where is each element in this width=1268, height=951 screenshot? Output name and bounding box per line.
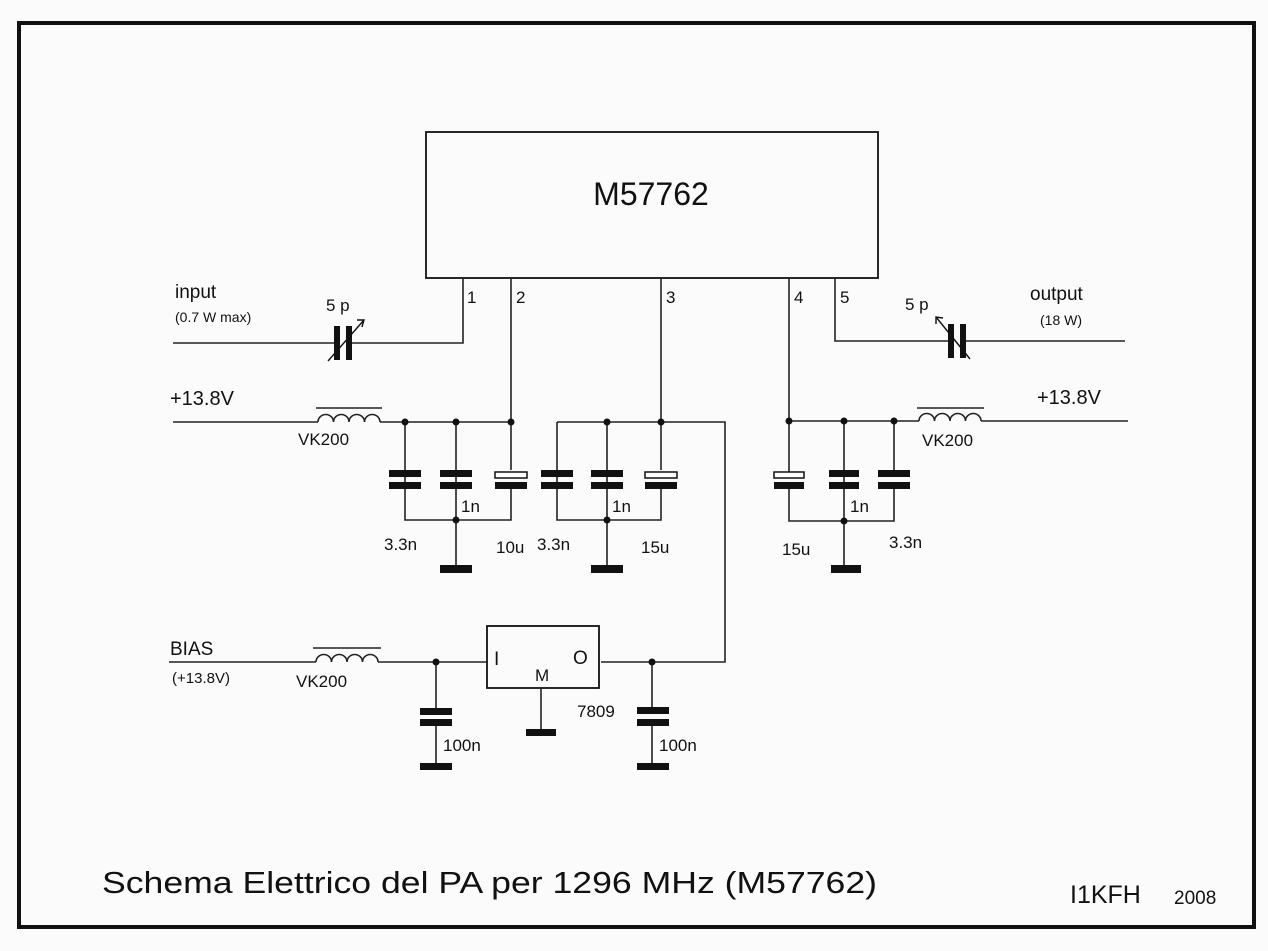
cap-bias-out-value: 100n (659, 736, 697, 755)
input-trimmer-capacitor (327, 319, 365, 362)
cap-right-3n3-plate (878, 470, 910, 477)
regulator-out-label: O (573, 648, 588, 669)
bias-label: BIAS (170, 639, 213, 660)
regulator-in-label: I (494, 649, 499, 670)
ic-body (425, 131, 879, 279)
cap-mid-1n-plate (591, 470, 623, 477)
choke-left (316, 407, 382, 423)
cap-left-3n3-plate (389, 470, 421, 477)
cap-left-10u-plate (495, 482, 527, 489)
supply-right: +13.8V VK200 15u 1n 3.3n (773, 278, 1128, 573)
ground-icon (420, 763, 452, 770)
trimmer-arrow-icon (935, 316, 971, 360)
input-section: input (0.7 W max) 5 p (173, 278, 464, 362)
cap-bias-in-plate (420, 708, 452, 715)
output-label: output (1030, 284, 1084, 305)
ground-icon (526, 729, 556, 736)
ground-icon (637, 763, 669, 770)
cap-right-3n3-plate-2 (878, 482, 910, 489)
cap-bias-in-value: 100n (443, 736, 481, 755)
author-callsign: I1KFH (1070, 881, 1141, 909)
regulator-7809 (486, 625, 600, 689)
schematic-title: Schema Elettrico del PA per 1296 MHz (M5… (102, 865, 877, 900)
cap-left-10u-positive-plate (494, 471, 528, 479)
cap-bias-out-plate (637, 707, 669, 714)
choke-bias (313, 647, 381, 663)
regulator-gnd-label: M (535, 666, 549, 685)
output-wire (834, 278, 1125, 342)
cap-right-value-3: 3.3n (889, 533, 922, 552)
cap-right-1n-plate (829, 470, 859, 477)
inductor-coil-icon (317, 413, 381, 423)
ic-label: M57762 (593, 176, 709, 212)
cap-left-1n-plate (440, 470, 472, 477)
output-section: 5 p output (18 W) (834, 278, 1125, 360)
trimmer-arrow-icon (327, 319, 365, 362)
pin-label-5: 5 (840, 288, 849, 307)
cap-mid-1n-plate-2 (591, 482, 623, 489)
pin-label-2: 2 (516, 288, 525, 307)
drawing-year: 2008 (1174, 888, 1216, 909)
ground-icon (440, 565, 472, 573)
cap-mid-15u-plate (645, 482, 677, 489)
regulator-part: 7809 (577, 702, 615, 721)
ground-icon (591, 565, 623, 573)
pin-label-4: 4 (794, 288, 803, 307)
input-trimmer-value: 5 p (326, 296, 350, 315)
choke-right (917, 407, 984, 422)
cap-left-value-3: 10u (496, 538, 524, 557)
input-sublabel: (0.7 W max) (175, 309, 251, 325)
cap-bias-in-plate-2 (420, 719, 452, 726)
inductor-coil-icon (918, 412, 982, 422)
output-sublabel: (18 W) (1040, 312, 1082, 328)
cap-left-3n3-plate-2 (389, 482, 421, 489)
cap-mid-15u-positive-plate (644, 471, 678, 479)
ic-m57762: M57762 1 2 3 4 5 (425, 131, 879, 307)
inductor-coil-icon (315, 653, 379, 663)
cap-mid-3n3-plate-2 (541, 482, 573, 489)
input-label: input (175, 282, 217, 303)
input-wire (173, 278, 464, 344)
choke-right-value: VK200 (922, 431, 973, 450)
cap-mid-value-1: 3.3n (537, 535, 570, 554)
cap-left-1n-plate-2 (440, 482, 472, 489)
cap-mid-value-2: 1n (612, 497, 631, 516)
choke-bias-value: VK200 (296, 672, 347, 691)
pin-label-3: 3 (666, 288, 675, 307)
choke-left-value: VK200 (298, 430, 349, 449)
supply-mid: 3.3n 1n 15u (537, 278, 726, 663)
supply-mid-wire (557, 278, 726, 663)
pin-label-1: 1 (467, 288, 476, 307)
cap-left-value-2: 1n (461, 497, 480, 516)
cap-right-value-1: 15u (782, 540, 810, 559)
cap-right-15u-positive-plate (773, 471, 805, 479)
bias-sublabel: (+13.8V) (172, 670, 230, 687)
cap-left-value-1: 3.3n (384, 535, 417, 554)
cap-right-1n-plate-2 (829, 482, 859, 489)
cap-mid-3n3-plate (541, 470, 573, 477)
supply-left-label: +13.8V (170, 388, 235, 410)
cap-mid-value-3: 15u (641, 538, 669, 557)
output-trimmer-value: 5 p (905, 295, 929, 314)
drawing-frame (17, 21, 1256, 929)
ground-icon (831, 565, 861, 573)
output-trimmer-capacitor (935, 316, 971, 360)
cap-right-value-2: 1n (850, 497, 869, 516)
bias-section: BIAS (+13.8V) VK200 100n I M O 7809 100n (169, 625, 697, 770)
cap-bias-out-plate-2 (637, 719, 669, 726)
cap-right-15u-plate (774, 482, 804, 489)
supply-right-label: +13.8V (1037, 387, 1102, 409)
supply-left: +13.8V VK200 3.3n 1n 10u (170, 278, 528, 573)
